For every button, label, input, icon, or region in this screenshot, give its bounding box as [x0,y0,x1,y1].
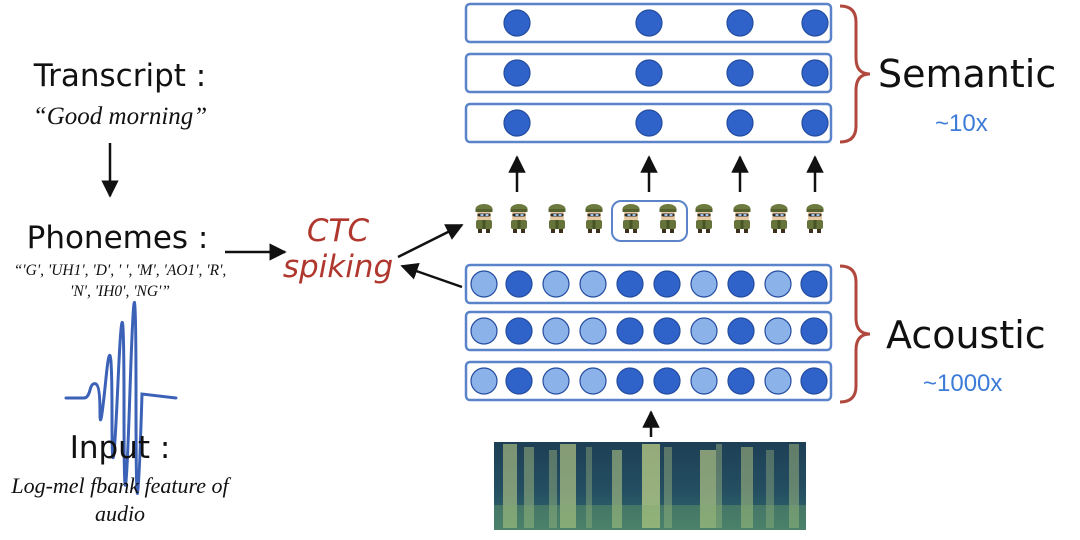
semantic-dot [635,9,663,37]
ctc-label-line1: CTC [306,213,370,249]
acoustic-dot [505,317,533,345]
spectrogram-streak [766,450,774,528]
acoustic-dot [764,270,792,298]
semantic-dot [503,9,531,37]
token-row [475,204,824,233]
semantic-dot [726,109,754,137]
input-text: Log-mel fbank feature of audio [11,473,229,526]
soldier-token-icon [622,204,640,233]
spectrogram-streak [586,447,592,528]
spectrogram-streak [612,450,622,528]
soldier-token-icon [475,204,493,233]
spectrogram-streak [716,444,722,528]
acoustic-dot [690,270,718,298]
arrow-ctc-to-tokens [397,223,464,259]
acoustic-dot [764,317,792,345]
transcript-text: “Good morning” [32,103,208,130]
acoustic-dot [653,317,681,345]
semantic-ratio: ~10x [935,110,988,137]
semantic-dot [801,59,829,87]
semantic-dot [801,9,829,37]
spectrogram-streak [524,447,534,528]
acoustic-dot [579,317,607,345]
input-title: Input : [69,430,171,466]
waveform-icon [64,301,178,495]
acoustic-dot [616,270,644,298]
acoustic-dot [470,270,498,298]
spectrogram-low-band [494,505,806,530]
phonemes-text: “'G', 'UH1', 'D', ' ', 'M', 'AO1', 'R', … [13,262,227,300]
semantic-dot [503,109,531,137]
semantic-layer [464,2,833,144]
transcript-title: Transcript : [33,58,207,94]
semantic-dot [726,59,754,87]
soldier-token-icon [510,204,528,233]
semantic-up-arrows [508,155,824,192]
semantic-dot [503,59,531,87]
soldier-token-icon [770,204,788,233]
ctc-spiking-label: CTC spiking [268,213,408,285]
semantic-dot [635,109,663,137]
soldier-token-icon [695,204,713,233]
semantic-dot [635,59,663,87]
acoustic-dot [579,270,607,298]
soldier-token-icon [733,204,751,233]
acoustic-dot [470,367,498,395]
arrow-acoustic-to-ctc [400,262,463,289]
acoustic-dot [542,270,570,298]
acoustic-dot [764,367,792,395]
acoustic-dot [505,367,533,395]
acoustic-dot [727,367,755,395]
acoustic-layer [464,263,833,402]
soldier-token-icon [806,204,824,233]
acoustic-dot [542,367,570,395]
spectrogram-streak [700,450,716,528]
acoustic-dot [727,270,755,298]
spectrogram-streak [549,450,557,528]
acoustic-dot [653,367,681,395]
acoustic-dot [505,270,533,298]
acoustic-dot [542,317,570,345]
semantic-dot [726,9,754,37]
spectrogram-streak [642,444,660,528]
acoustic-dot [470,317,498,345]
spectrogram-streak [560,444,576,528]
acoustic-dot [616,317,644,345]
soldier-token-icon [548,204,566,233]
ctc-label-line2: spiking [282,249,394,285]
token-highlight-box [611,200,688,242]
phonemes-title: Phonemes : [26,220,209,256]
spectrogram-streak [789,444,799,528]
acoustic-dot [690,367,718,395]
acoustic-ratio: ~1000x [923,370,1003,397]
spectrogram-streak [664,447,672,528]
spectrogram-image [494,442,806,530]
acoustic-dot [727,317,755,345]
acoustic-dot [690,317,718,345]
acoustic-label: Acoustic [886,313,1046,357]
semantic-dot [801,109,829,137]
acoustic-dot [800,270,828,298]
acoustic-dot [616,367,644,395]
acoustic-dot [653,270,681,298]
spectrogram-streak [503,444,517,528]
acoustic-dot [800,367,828,395]
acoustic-dot [800,317,828,345]
acoustic-dot [579,367,607,395]
semantic-label: Semantic [878,52,1057,96]
semantic-brace [839,4,871,144]
acoustic-brace [839,264,871,404]
soldier-token-icon [659,204,677,233]
soldier-token-icon [585,204,603,233]
spectrogram-streak [741,447,753,528]
